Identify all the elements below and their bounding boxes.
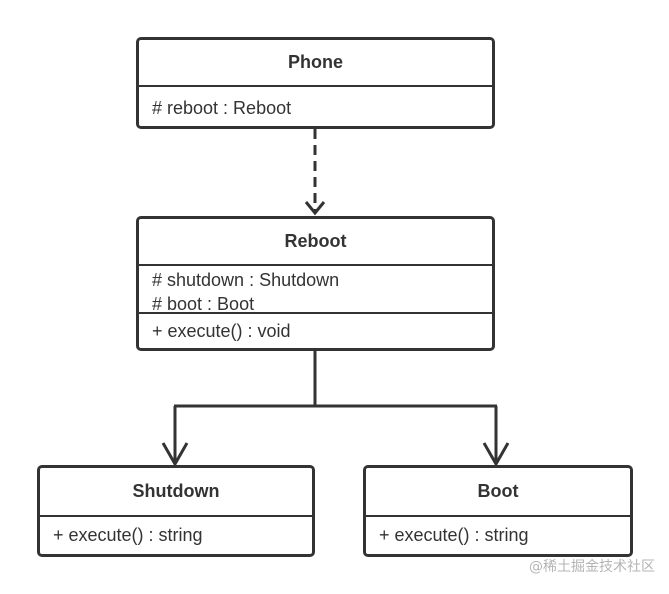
class-reboot: Reboot # shutdown : Shutdown # boot : Bo… — [136, 216, 495, 351]
class-boot: Boot + execute() : string — [363, 465, 633, 557]
operation: + execute() : void — [152, 321, 291, 341]
operations-section: + execute() : void — [139, 312, 492, 348]
attribute: # reboot : Reboot — [152, 98, 292, 118]
attribute: # boot : Boot — [152, 294, 255, 314]
association-arrowhead-shutdown — [161, 442, 189, 468]
association-arrowhead-boot — [482, 442, 510, 468]
operations-section: + execute() : string — [366, 515, 630, 554]
attributes-section: # reboot : Reboot — [139, 85, 492, 126]
attributes-section: # shutdown : Shutdown # boot : Boot — [139, 264, 492, 314]
class-name: Boot — [477, 481, 519, 501]
operation: + execute() : string — [379, 525, 529, 545]
attribute: # shutdown : Shutdown — [152, 270, 340, 290]
class-phone: Phone # reboot : Reboot — [136, 37, 495, 129]
operations-section: + execute() : string — [40, 515, 312, 554]
class-name: Phone — [287, 52, 343, 72]
class-name: Reboot — [284, 231, 347, 251]
dependency-arrowhead — [304, 201, 326, 216]
class-name: Shutdown — [132, 481, 220, 501]
watermark: @稀土掘金技术社区 — [529, 559, 655, 575]
operation: + execute() : string — [53, 525, 203, 545]
class-shutdown: Shutdown + execute() : string — [37, 465, 315, 557]
